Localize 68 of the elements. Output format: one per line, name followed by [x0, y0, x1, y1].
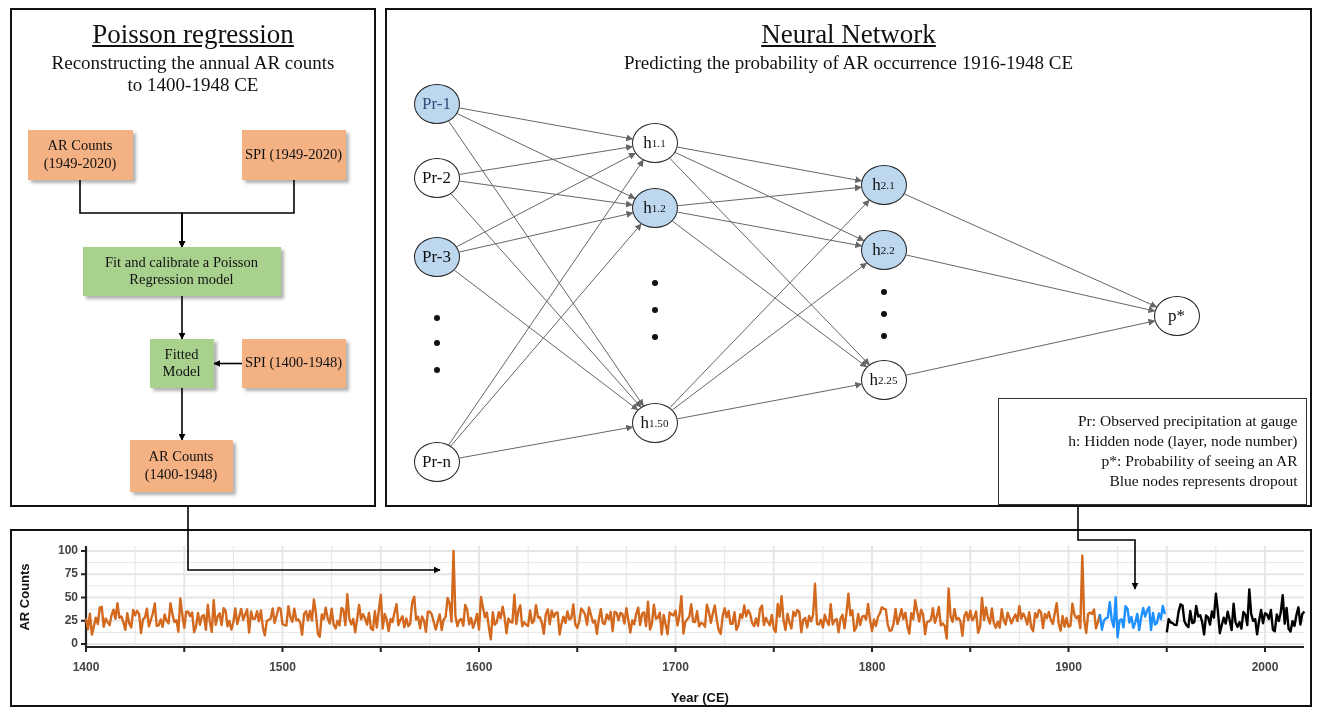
arrow [456, 113, 636, 199]
arrow [677, 211, 863, 249]
axis-tick-label: 1600 [465, 660, 493, 674]
process-box: AR Counts (1400-1948) [129, 439, 233, 492]
neuron-circle: Pr-n [413, 441, 460, 482]
axis-tick-label: 0 [71, 636, 78, 650]
arrow [178, 179, 295, 248]
key-text: p*: Probability of seeing an AR [1101, 451, 1298, 471]
axis-title: AR Counts [16, 563, 32, 631]
arrow [459, 180, 633, 208]
panel [385, 8, 1312, 507]
axis-tick-label: 1700 [662, 660, 689, 674]
axis-tick-label: 2000 [1251, 660, 1279, 674]
arrow [187, 506, 441, 574]
arrow [677, 146, 863, 184]
axis-tick-label: 1400 [72, 660, 100, 674]
neuron-circle: p* [1153, 295, 1200, 336]
axis-tick-label: 1800 [858, 660, 886, 674]
neuron-circle: Pr-3 [413, 236, 460, 277]
process-box: Fitted Model [149, 338, 214, 388]
axis-tick-label: 1500 [269, 660, 296, 674]
arrow [213, 360, 243, 367]
arrow [674, 152, 865, 241]
arrow [904, 193, 1158, 308]
key-text: h: Hidden node (layer, node number) [1068, 430, 1298, 451]
neuron-circle: Pr-1 [413, 83, 460, 124]
arrow [459, 107, 634, 142]
process-box: SPI (1949-2020) [241, 129, 346, 180]
arrow [459, 424, 634, 459]
axis-tick-label: 100 [57, 543, 78, 557]
arrow [677, 381, 863, 420]
key-text: Pr: Observed precipitation at gauge [1078, 410, 1298, 431]
arrow [669, 199, 870, 409]
arrow [450, 193, 642, 408]
process-box: SPI (1400-1948) [241, 338, 346, 388]
arrow [453, 269, 639, 411]
arrow [178, 295, 186, 340]
arrow [178, 387, 186, 441]
arrow [448, 159, 644, 446]
process-box: Fit and calibrate a Poisson Regression model [82, 246, 281, 296]
key-box [997, 397, 1307, 505]
panel-subtitle: Reconstructing the annual AR counts to 1400-1948 CE [50, 51, 336, 98]
arrow [677, 184, 862, 207]
panel-title: Neural Network [761, 20, 936, 50]
axis-tick-label: 50 [64, 589, 78, 604]
axis-tick-label: 75 [64, 566, 78, 581]
panel-subtitle: Predicting the probability of AR occurrence 1916-1948 CE [623, 51, 1073, 75]
arrow [1077, 506, 1139, 590]
arrow [671, 262, 868, 411]
arrow [905, 318, 1156, 376]
arrow [450, 223, 642, 447]
process-box: AR Counts (1949-2020) [27, 129, 133, 180]
arrow [448, 120, 644, 407]
reconstructed-series-line [85, 549, 1101, 641]
predicted-series-line [1098, 595, 1166, 639]
axis-tick-label: 25 [64, 612, 78, 627]
arrow [459, 144, 634, 175]
arrow [456, 152, 636, 248]
axis-title: Year (CE) [671, 690, 729, 705]
arrow [905, 254, 1156, 314]
key-text: Blue nodes represents dropout [1109, 471, 1298, 492]
panel [10, 8, 376, 507]
axis-tick-label: 1900 [1055, 660, 1082, 674]
arrow [671, 220, 868, 368]
panel-title: Poisson regression [92, 20, 294, 50]
neuron-circle: Pr-2 [413, 157, 460, 198]
arrow [458, 210, 634, 253]
arrow [669, 157, 870, 366]
